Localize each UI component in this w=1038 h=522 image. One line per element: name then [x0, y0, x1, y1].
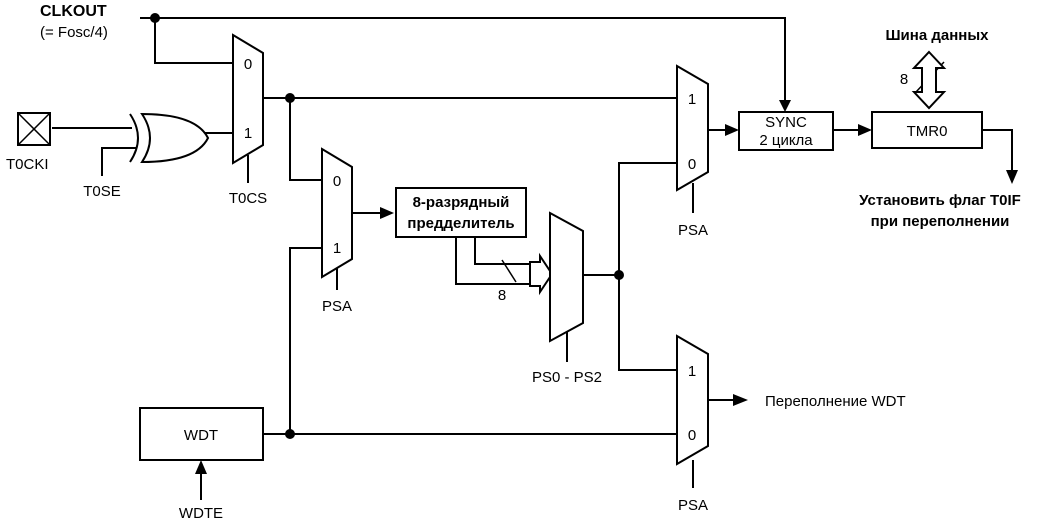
prescaler-bus-bottom	[455, 237, 540, 285]
sync-box	[738, 111, 834, 151]
wdt-to-mux-b	[289, 247, 322, 434]
prescaler-label-2: предделитель	[407, 215, 514, 232]
xor-gate-extra-arc	[129, 113, 139, 163]
bus-arrow-into-mux-d	[529, 252, 554, 296]
tmr0-label: TMR0	[907, 123, 948, 140]
junction-prescaler-out	[614, 270, 624, 280]
mux-psa-prescaler-in1: 1	[333, 240, 341, 257]
psa-c-label: PSA	[678, 222, 708, 239]
xor-gate	[129, 112, 210, 164]
mux-t0cs-in1: 1	[244, 125, 252, 142]
arrow-overflow-down	[1006, 170, 1018, 184]
clkout-label: CLKOUT	[40, 3, 107, 20]
wdt-overflow-label: Переполнение WDT	[765, 393, 906, 410]
t0cki-pin	[17, 112, 51, 146]
arrow-into-sync-top	[779, 100, 791, 112]
xor-gate-body	[140, 112, 210, 164]
data-bus-width: 8	[900, 71, 908, 88]
psa-e-label: PSA	[678, 497, 708, 514]
clkout-to-mux-a	[154, 18, 233, 64]
mux-psa-wdt-in0: 0	[688, 427, 696, 444]
flag-label-2: при переполнении	[871, 213, 1010, 230]
ps-label: PS0 - PS2	[532, 369, 602, 386]
data-bus-double-arrow	[911, 50, 947, 110]
mux-t0cs-in0: 0	[244, 56, 252, 73]
prescaler-to-mux-c	[618, 162, 677, 275]
wires	[52, 17, 1013, 500]
mux-psa-tmr0-in1: 1	[688, 91, 696, 108]
psa-b-label: PSA	[322, 298, 352, 315]
prescaler-box	[395, 187, 527, 238]
t0cki-label: T0CKI	[6, 156, 49, 173]
arrow-wdt-overflow	[733, 394, 748, 406]
prescaler-label-1: 8-разрядный	[413, 194, 510, 211]
mux-a-to-mux-b	[289, 98, 322, 181]
junction-clkout	[150, 13, 160, 23]
junctions	[150, 13, 624, 439]
mux-psa-wdt-in1: 1	[688, 363, 696, 380]
mux-psa-tmr0-in0: 0	[688, 156, 696, 173]
t0cs-label: T0CS	[229, 190, 267, 207]
prescaler-bus-top	[474, 237, 540, 265]
t0se-to-xor	[101, 147, 137, 176]
clkout-sub-label: (= Fosc/4)	[40, 24, 108, 41]
arrow-into-tmr0	[858, 124, 872, 136]
sync-label-2: 2 цикла	[759, 132, 813, 149]
mux-psa-tmr0	[676, 64, 709, 192]
mux-psa-prescaler-input	[321, 147, 353, 279]
wdt-box	[139, 407, 264, 461]
prescaler-bus-width: 8	[498, 287, 506, 304]
arrowheads	[195, 50, 1018, 474]
data-bus-label: Шина данных	[885, 27, 989, 44]
wdt-label: WDT	[184, 427, 218, 444]
t0se-label: T0SE	[83, 183, 121, 200]
prescaler-to-mux-e	[618, 275, 677, 371]
tmr0-overflow-line	[982, 129, 1013, 172]
tmr0-box	[871, 111, 983, 149]
sync-label-1: SYNC	[765, 114, 807, 131]
junction-wdt-out	[285, 429, 295, 439]
arrow-into-sync-left	[725, 124, 739, 136]
mux-t0cs	[232, 33, 264, 165]
flag-label-1: Установить флаг T0IF	[859, 192, 1021, 209]
arrow-wdte-up	[195, 460, 207, 474]
clkout-line	[140, 17, 786, 102]
mux-psa-wdt	[676, 334, 709, 466]
arrow-into-prescaler	[380, 207, 394, 219]
mux-ps-select	[549, 211, 584, 343]
mux-psa-prescaler-in0: 0	[333, 173, 341, 190]
wdte-label: WDTE	[179, 505, 223, 522]
junction-mux-a-out	[285, 93, 295, 103]
prescaler-bus-slash	[501, 259, 517, 283]
